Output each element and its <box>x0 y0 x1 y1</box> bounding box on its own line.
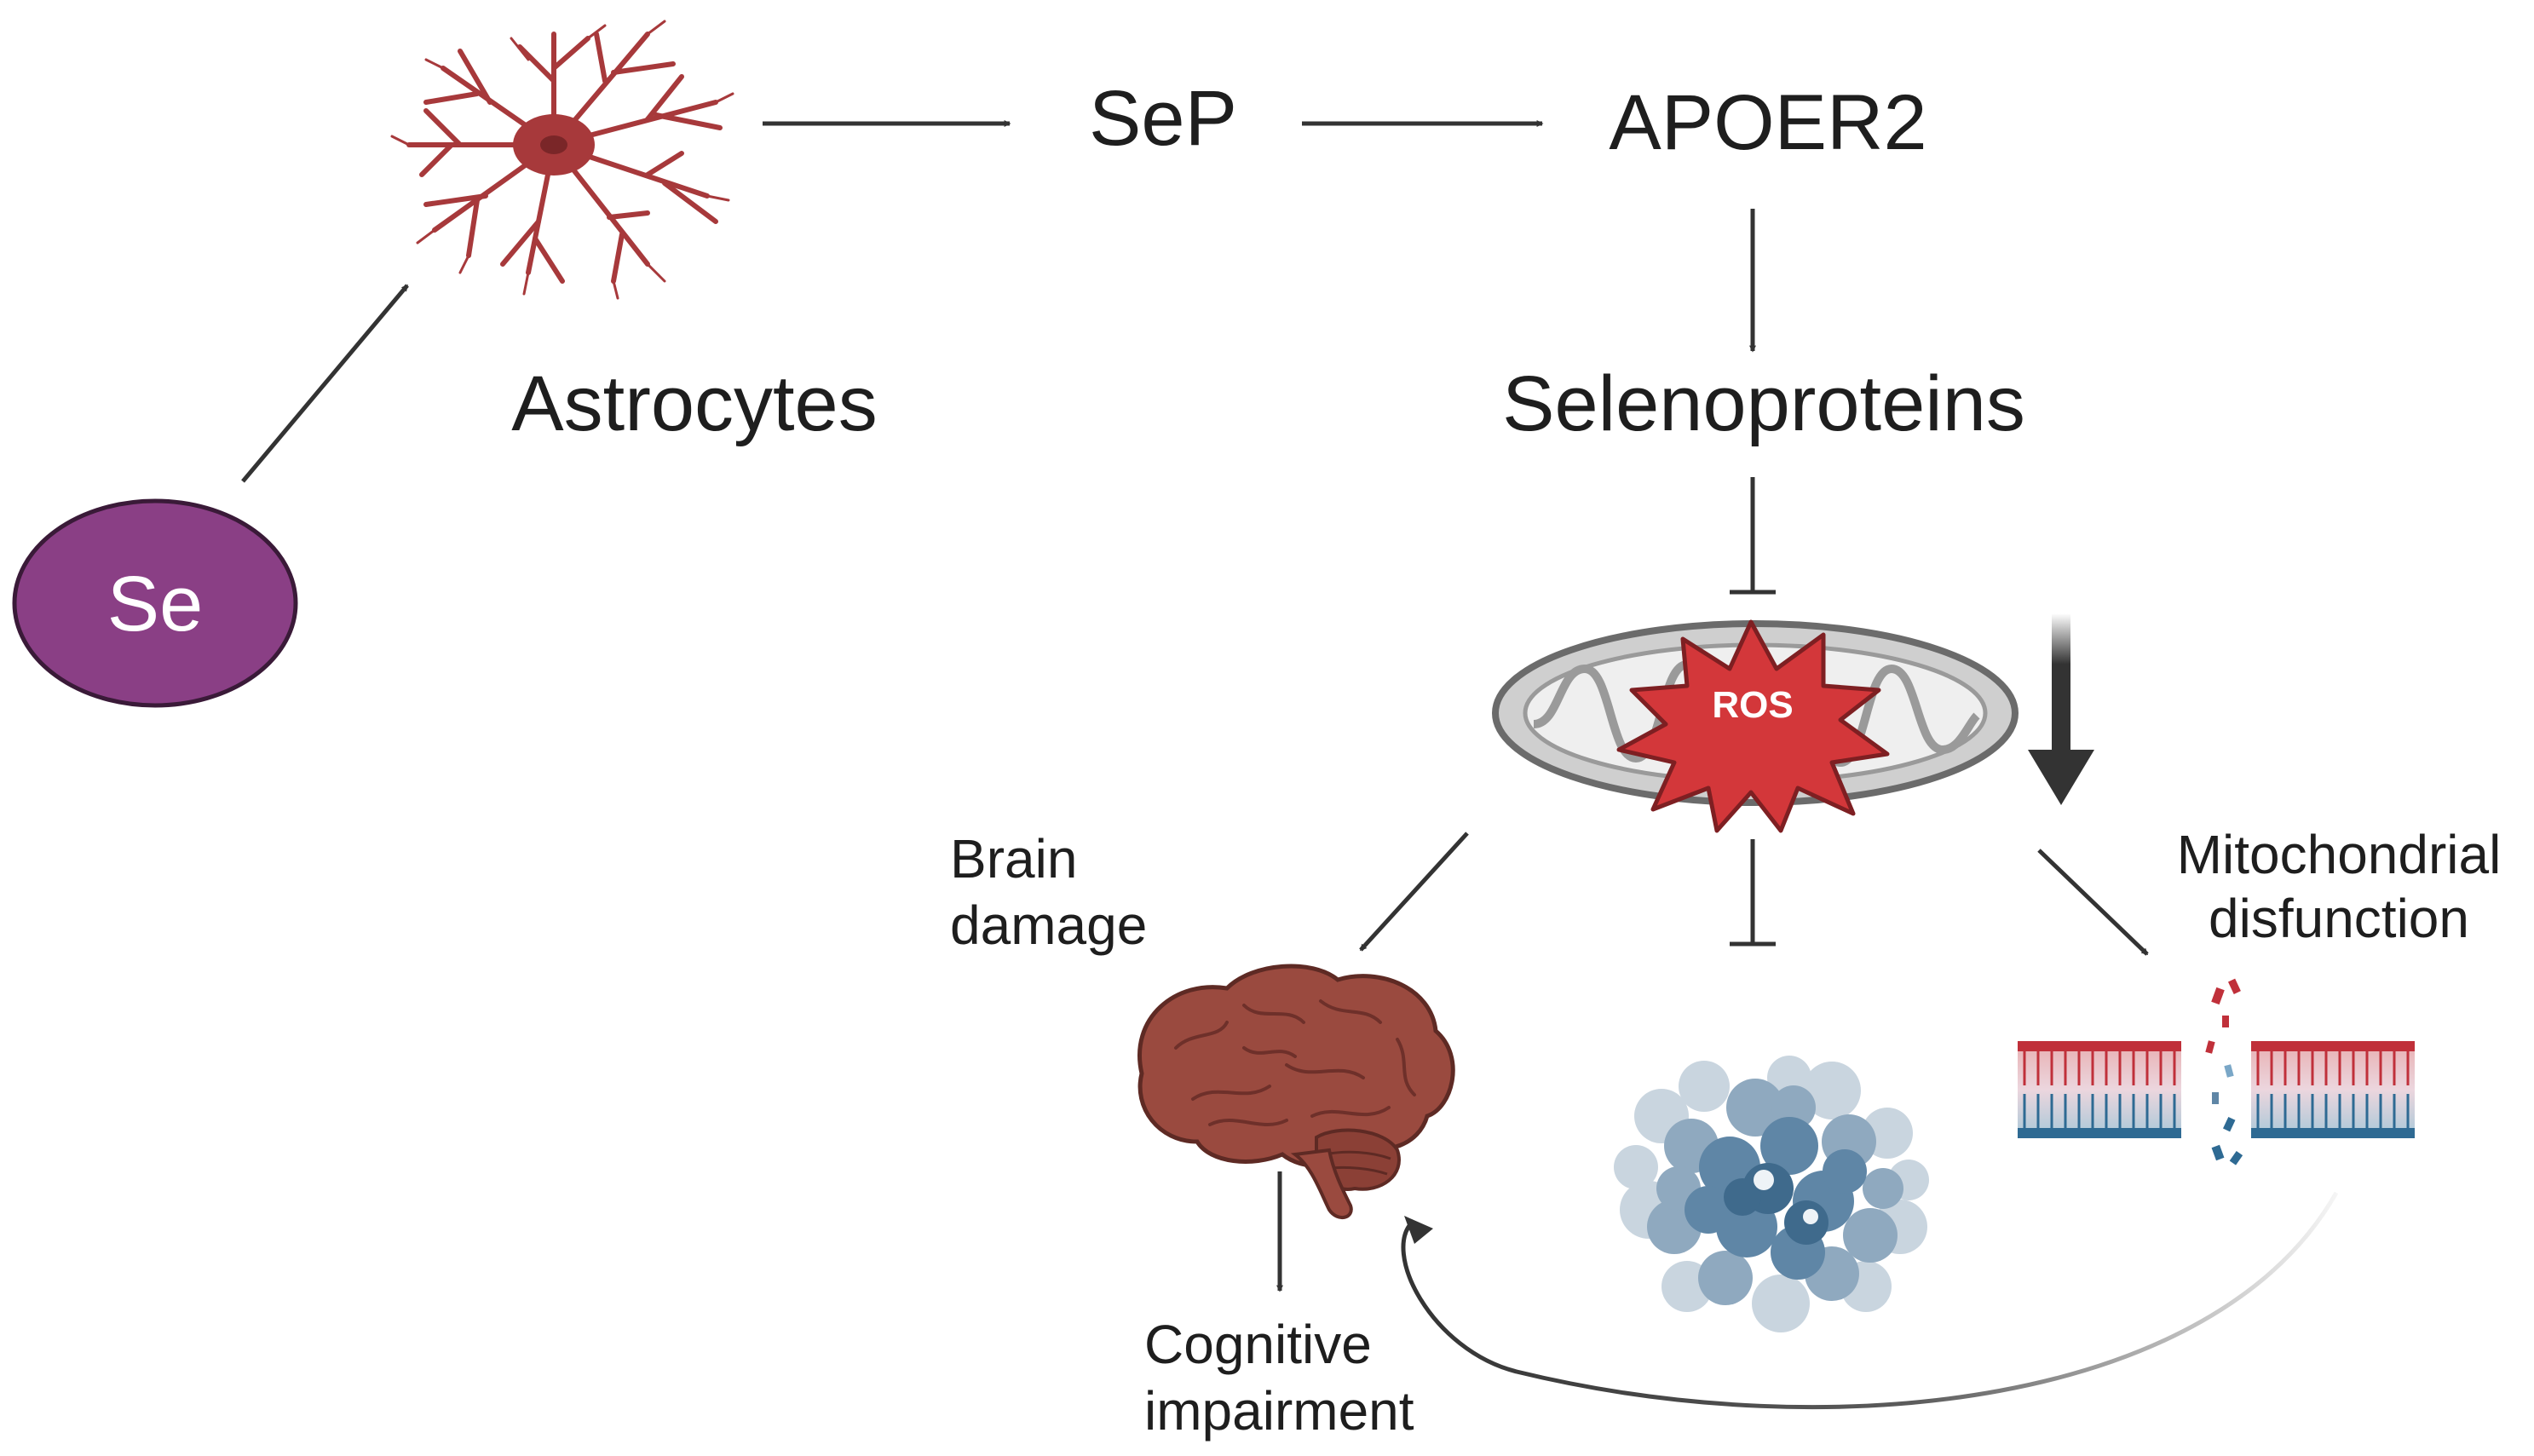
se-label: Se <box>107 561 204 647</box>
arrow-ros-to-membrane <box>2037 849 2149 956</box>
apoer2-label: APOER2 <box>1609 79 1926 166</box>
bold-down-arrow <box>2028 613 2094 805</box>
leaking-fragments <box>2205 978 2243 1165</box>
se-node: Se <box>12 498 298 708</box>
ros-burst-icon: ROS <box>1616 619 1890 833</box>
arrow-ros-to-brain <box>1359 832 1469 952</box>
inhibition-ros-proteins <box>1730 839 1776 947</box>
selenoproteins-label: Selenoproteins <box>1502 360 2025 447</box>
astrocyte-icon <box>390 20 734 300</box>
mitochondrial-dysfunction-label: Mitochondrial disfunction <box>2177 824 2502 949</box>
brain-damage-label: Brain damage <box>950 828 1147 956</box>
brain-icon <box>1137 964 1455 1219</box>
astrocytes-label: Astrocytes <box>511 360 877 447</box>
mito-dysfunction-line-2: disfunction <box>2209 888 2469 949</box>
cognitive-line-1: Cognitive <box>1144 1314 1372 1375</box>
cognitive-line-2: impairment <box>1144 1380 1414 1442</box>
sep-label: SeP <box>1089 75 1237 162</box>
protein-aggregate-icon <box>1614 1056 1929 1332</box>
lipid-membrane-icon <box>2018 978 2415 1165</box>
cognitive-impairment-label: Cognitive impairment <box>1144 1314 1414 1442</box>
inhibition-selenoproteins-ros <box>1730 477 1776 595</box>
mito-dysfunction-line-1: Mitochondrial <box>2177 824 2502 885</box>
arrow-membrane-to-brain-head <box>1404 1216 1433 1244</box>
brain-damage-line-1: Brain <box>950 828 1077 889</box>
arrow-membrane-to-brain <box>1401 1191 2339 1410</box>
arrow-se-to-astrocytes <box>241 284 409 483</box>
brain-damage-line-2: damage <box>950 895 1147 956</box>
ros-label: ROS <box>1712 684 1793 726</box>
